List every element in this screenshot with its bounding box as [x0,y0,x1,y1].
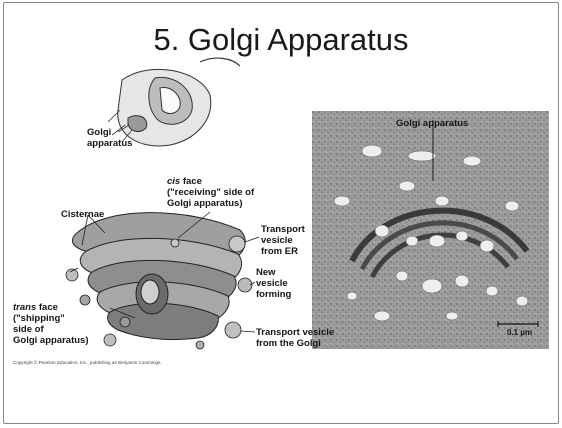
label-micrograph-golgi: Golgi apparatus [396,118,468,129]
cis-italic: cis [167,176,180,187]
copyright-text: Copyright © Pearson Education, Inc., pub… [13,360,162,365]
label-new-vesicle: New vesicle forming [256,267,291,300]
label-cis-face: cis face ("receiving" side of Golgi appa… [167,176,254,209]
label-transport-vesicle-golgi: Transport vesicle from the Golgi [256,327,334,349]
golgi-stack [72,213,245,340]
electron-micrograph [312,111,549,349]
label-golgi-apparatus-overview: Golgi apparatus [87,127,132,149]
label-cisternae: Cisternae [61,209,104,220]
scale-bar-label: 0.1 µm [507,328,532,337]
label-trans-face: trans face ("shipping" side of Golgi app… [13,302,88,346]
label-transport-vesicle-er: Transport vesicle from ER [261,224,305,257]
trans-italic: trans [13,302,36,313]
